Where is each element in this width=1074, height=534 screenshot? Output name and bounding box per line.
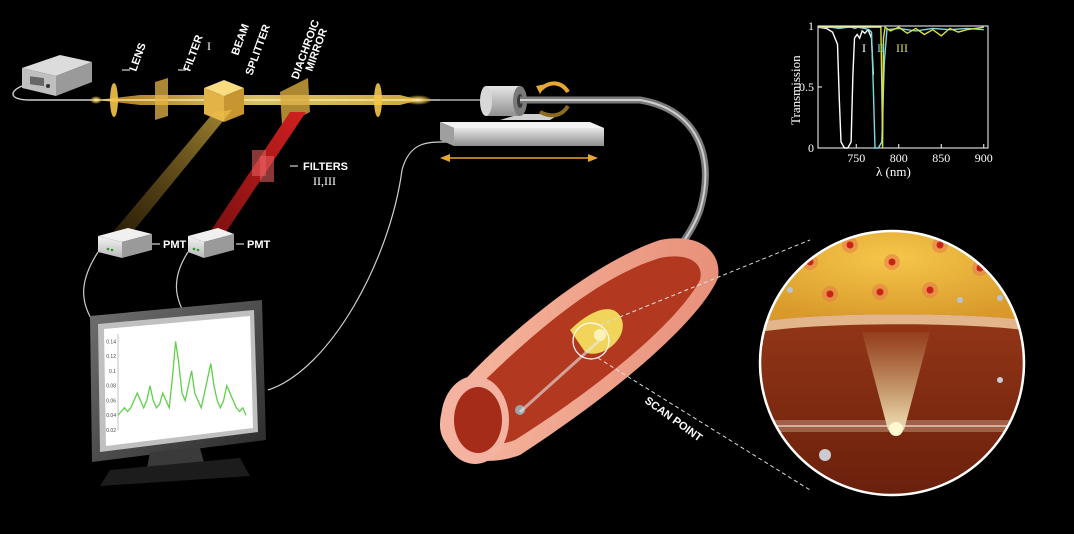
source-fiber: [12, 85, 100, 101]
monitor-trace: [117, 341, 247, 416]
pmt-1: [98, 228, 152, 258]
beam-splitter-label-1: BEAM: [230, 22, 252, 57]
scan-light-cone: [862, 332, 930, 430]
yellow-diagonal-beam: [108, 110, 232, 240]
monitor-y-tick-label: 0.08: [106, 384, 116, 390]
monitor-y-tick-label: 0.04: [106, 413, 116, 419]
x-axis-label: λ (nm): [876, 164, 911, 179]
blood-vessel: [440, 238, 719, 464]
filter-label: FILTER: [182, 33, 206, 73]
scan-point-label: SCAN POINT: [642, 395, 704, 445]
y-axis-label: Transmission: [788, 55, 803, 125]
pmt-1-label: PMT: [163, 239, 187, 251]
filters-label: FILTERS: [303, 161, 348, 173]
pmt-2-label: PMT: [247, 239, 271, 251]
lens-2: [374, 83, 382, 117]
rotation-arrow: [536, 81, 570, 118]
rotary-joint: [480, 86, 527, 116]
filters-number-label: II,III: [313, 174, 336, 188]
monitor-y-tick-label: 0.1: [109, 369, 116, 375]
leader-lines: [122, 69, 298, 245]
translation-arrow: [440, 154, 598, 162]
x-tick-label: 850: [932, 151, 950, 165]
monitor-y-tick-label: 0.14: [106, 339, 116, 345]
lens-label: LENS: [128, 41, 149, 73]
curve-label-III: III: [896, 41, 908, 55]
monitor-plot: 0.02 0.04 0.06 0.08 0.1 0.12 0.14: [106, 334, 247, 434]
monitor-y-tick-label: 0.06: [106, 398, 116, 404]
y-tick-label: 0.5: [799, 80, 814, 94]
curve-label-II: II: [877, 41, 885, 55]
filter-3: [260, 156, 274, 182]
zoom-view: [760, 231, 1024, 495]
x-tick-label: 750: [847, 151, 865, 165]
monitor: [90, 300, 266, 486]
monitor-y-tick-label: 0.12: [106, 354, 116, 360]
zoom-lines: [597, 239, 811, 491]
yellow-beam: [90, 95, 440, 105]
filter-number-label: I: [207, 39, 211, 53]
monitor-y-tick-label: 0.02: [106, 428, 116, 434]
pmt-2: [188, 228, 234, 258]
x-tick-label: 800: [890, 151, 908, 165]
scan-point: [889, 422, 903, 436]
zoom-circle-border: [758, 229, 1026, 497]
series-I: [817, 26, 874, 149]
series-III: [818, 25, 984, 149]
filter-1: [155, 78, 168, 120]
translation-stage: [440, 114, 604, 146]
y-tick-label: 1: [808, 19, 814, 33]
laser-source: [22, 55, 92, 96]
curve-label-I: I: [862, 41, 866, 55]
x-tick-label: 900: [975, 151, 993, 165]
y-tick-label: 0: [808, 141, 814, 155]
lens-1: [110, 83, 118, 117]
